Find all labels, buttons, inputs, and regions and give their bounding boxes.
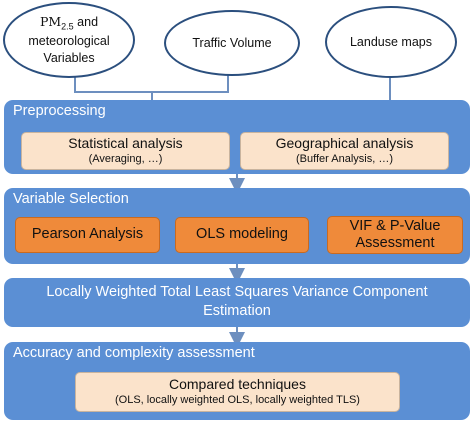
pm25-label-line2: meteorological [28,34,110,49]
accuracy-title: Accuracy and complexity assessment [13,345,255,361]
preprocessing-title: Preprocessing [13,103,106,119]
input-pm25-ellipse: PM2.5 and meteorological Variables [3,2,135,78]
compared-techniques-label: Compared techniques [169,376,306,393]
vif-pvalue-line1: VIF & P-Value [349,217,441,234]
pearson-analysis-label: Pearson Analysis [31,226,144,243]
statistical-analysis-sub: (Averaging, …) [88,153,163,166]
pm-suffix: and [73,15,99,30]
pm-prefix: PM [39,14,62,30]
ols-modeling-label: OLS modeling [196,226,288,243]
pm25-label-line1: PM2.5 and [40,14,98,33]
statistical-analysis-label: Statistical analysis [68,135,183,152]
geographical-analysis-box: Geographical analysis (Buffer Analysis, … [240,132,449,170]
vif-pvalue-box: VIF & P-Value Assessment [327,216,463,254]
pm25-label-line3: Variables [43,50,95,65]
connector-traffic-to-preprocessing [152,72,229,93]
pearson-analysis-box: Pearson Analysis [15,217,160,253]
traffic-label: Traffic Volume [192,35,272,50]
landuse-label: Landuse maps [349,34,432,49]
variable-selection-panel: Variable Selection Pearson Analysis OLS … [4,188,470,264]
ols-modeling-box: OLS modeling [175,217,309,253]
vif-pvalue-line2: Assessment [355,235,435,251]
input-landuse-ellipse: Landuse maps [325,6,457,78]
connector-pm-to-preprocessing [74,75,153,100]
geographical-analysis-sub: (Buffer Analysis, …) [296,153,393,166]
lwtls-line2: Estimation [203,303,271,319]
lwtls-line1: Locally Weighted Total Least Squares Var… [46,284,428,300]
compared-techniques-box: Compared techniques (OLS, locally weight… [75,372,400,412]
accuracy-panel: Accuracy and complexity assessment Compa… [4,342,470,420]
statistical-analysis-box: Statistical analysis (Averaging, …) [21,132,230,170]
geographical-analysis-label: Geographical analysis [275,135,414,152]
input-traffic-ellipse: Traffic Volume [164,10,300,76]
lwtls-panel: Locally Weighted Total Least Squares Var… [4,278,470,327]
preprocessing-panel: Preprocessing Statistical analysis (Aver… [4,100,470,174]
compared-techniques-sub: (OLS, locally weighted OLS, locally weig… [115,394,360,407]
pm-subscript: 2.5 [61,21,74,32]
variable-selection-title: Variable Selection [13,191,129,207]
